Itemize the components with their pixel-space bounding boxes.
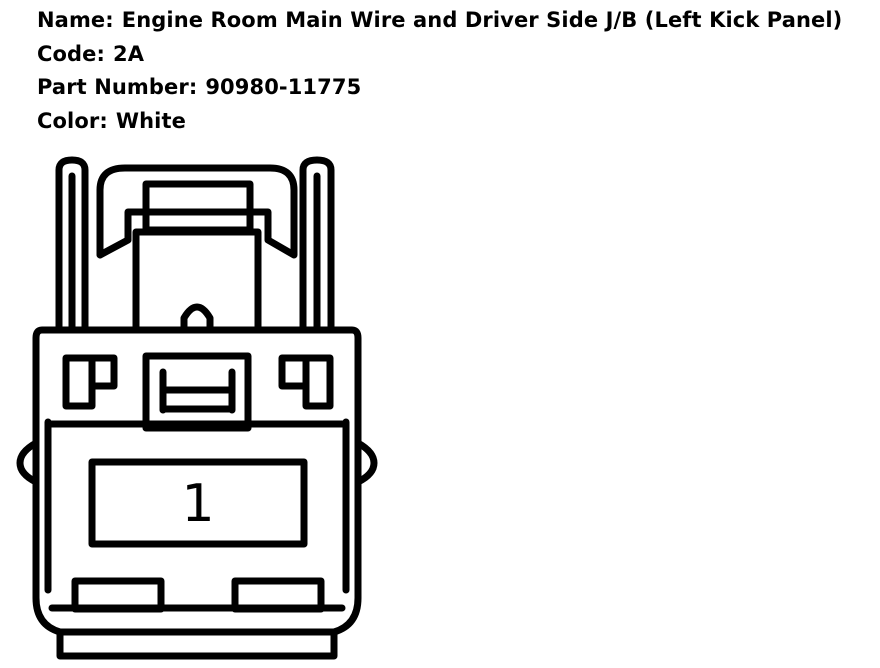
part-number-label: Part Number: xyxy=(37,75,198,99)
left-side-clip xyxy=(16,439,40,486)
pin-label: 1 xyxy=(181,474,214,534)
name-value: Engine Room Main Wire and Driver Side J/… xyxy=(121,8,843,32)
name-label: Name: xyxy=(37,8,114,32)
right-lock-post xyxy=(299,156,335,332)
lock-stem xyxy=(132,228,262,334)
color-line: Color: White xyxy=(37,105,877,139)
name-line: Name: Engine Room Main Wire and Driver Si… xyxy=(37,4,877,38)
code-value: 2A xyxy=(113,41,145,66)
right-side-clip xyxy=(354,439,378,486)
release-window xyxy=(142,352,252,432)
lock-tab xyxy=(142,180,254,234)
part-number-line: Part Number: 90980-11775 xyxy=(37,71,877,105)
color-label: Color: xyxy=(37,108,108,133)
pin-cavity xyxy=(88,458,308,548)
code-label: Code: xyxy=(37,41,106,66)
connector-info: Name: Engine Room Main Wire and Driver Si… xyxy=(37,4,877,138)
part-number-value: 90980-11775 xyxy=(205,75,362,99)
left-lock-post xyxy=(55,156,89,332)
lock-housing xyxy=(96,164,298,259)
code-line: Code: 2A xyxy=(37,38,877,72)
right-guide-key xyxy=(278,354,334,410)
lock-latch xyxy=(180,303,214,334)
color-value: White xyxy=(115,108,186,133)
connector-base xyxy=(56,628,338,660)
